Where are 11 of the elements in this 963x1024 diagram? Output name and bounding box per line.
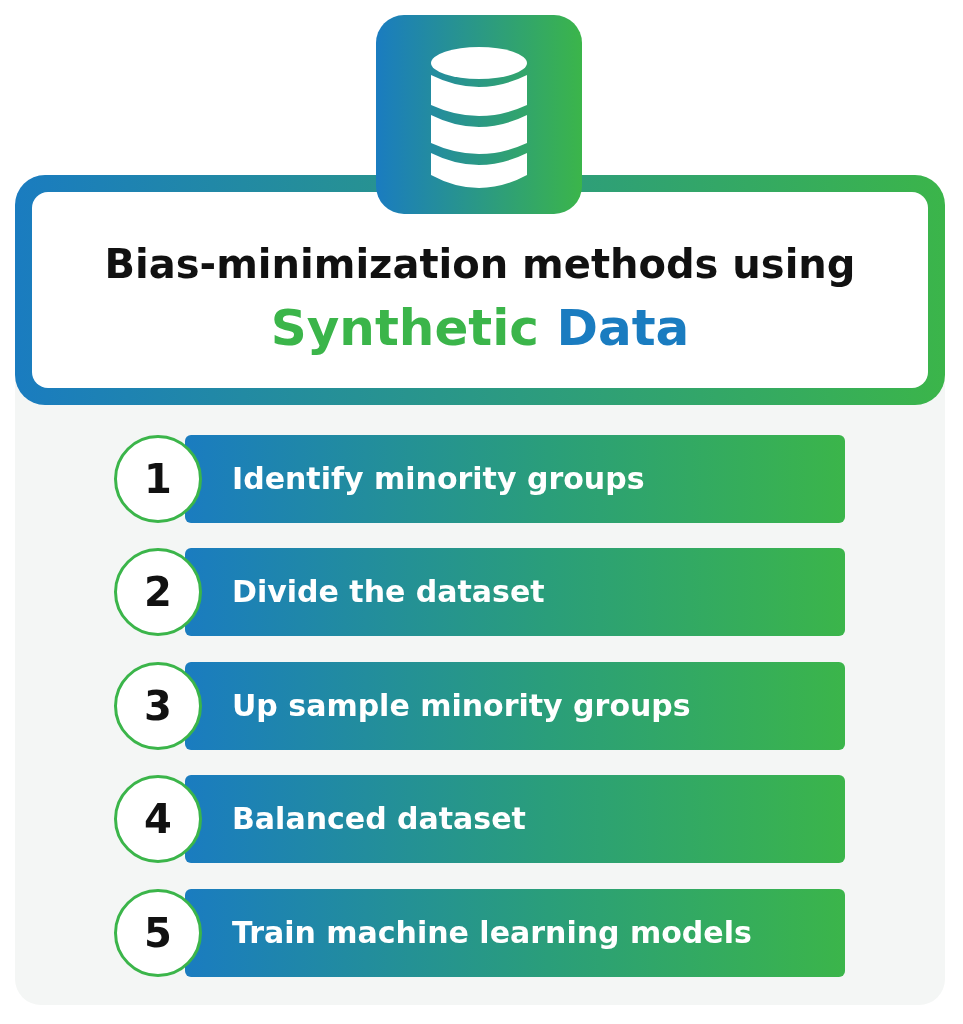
step-bar xyxy=(185,435,845,523)
step-bar xyxy=(185,775,845,863)
step-label: Up sample minority groups xyxy=(232,687,691,725)
step-label: Balanced dataset xyxy=(232,800,526,838)
step-bar xyxy=(185,548,845,636)
step-label: Identify minority groups xyxy=(232,460,645,498)
step-bar xyxy=(185,889,845,977)
step-bar xyxy=(185,662,845,750)
step-label: Train machine learning models xyxy=(232,914,752,952)
step-label: Divide the dataset xyxy=(232,573,545,611)
title-text: Bias-minimization methods using Synthetic Data xyxy=(103,240,857,359)
